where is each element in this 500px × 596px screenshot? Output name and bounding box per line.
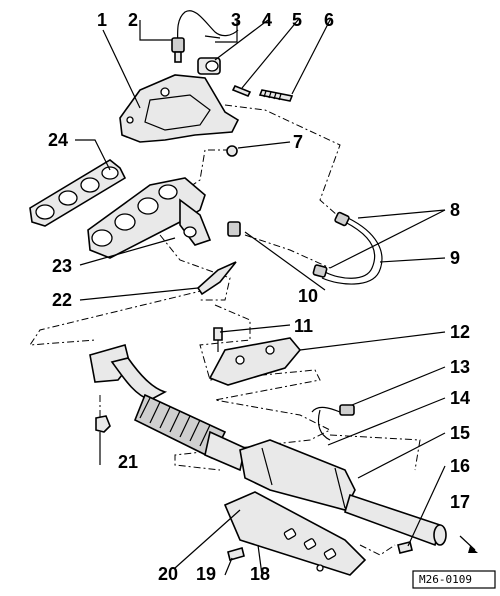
callout-1: 1 <box>97 10 107 30</box>
callout-10: 10 <box>298 286 318 306</box>
callout-22: 22 <box>52 290 72 310</box>
callout-9: 9 <box>450 248 460 268</box>
exhaust-pipe <box>344 493 447 547</box>
drawing-code: M26-0109 <box>419 573 472 586</box>
front-pipe <box>89 344 246 472</box>
callout-5: 5 <box>292 10 302 30</box>
callout-17: 17 <box>450 492 470 512</box>
exhaust-manifold <box>87 177 212 259</box>
bolt-19 <box>227 547 245 561</box>
connecting-pipe <box>312 211 383 285</box>
callout-24: 24 <box>48 130 68 150</box>
connection-flange <box>197 57 221 75</box>
callout-13: 13 <box>450 357 470 377</box>
leader-lines <box>75 19 476 576</box>
callout-12: 12 <box>450 322 470 342</box>
nut-7 <box>226 145 238 157</box>
drawing-code-box: M26-0109 <box>412 570 496 589</box>
callout-8: 8 <box>450 200 460 220</box>
bolt-16 <box>397 541 413 554</box>
callout-19: 19 <box>196 564 216 584</box>
callout-16: 16 <box>450 456 470 476</box>
bracket-12 <box>208 337 302 386</box>
callout-labels: 1 2 3 4 5 6 7 8 9 10 11 12 13 14 15 16 1… <box>48 10 470 584</box>
fitting-10 <box>227 221 241 237</box>
callout-3: 3 <box>231 10 241 30</box>
bolt-6 <box>258 89 294 102</box>
callout-15: 15 <box>450 423 470 443</box>
callout-2: 2 <box>128 10 138 30</box>
callout-4: 4 <box>262 10 272 30</box>
bolt-5 <box>231 84 252 98</box>
direction-arrow-icon <box>468 546 478 553</box>
callout-20: 20 <box>158 564 178 584</box>
flange-gasket-22 <box>196 261 237 296</box>
bolt-11 <box>213 327 223 352</box>
upper-heat-shield <box>119 74 240 143</box>
callout-23: 23 <box>52 256 72 276</box>
upper-lambda-probe <box>171 10 239 63</box>
manifold-gasket <box>29 159 127 227</box>
callout-11: 11 <box>294 316 313 336</box>
lower-heat-shield <box>223 491 367 576</box>
lower-lambda-probe <box>311 404 355 441</box>
callout-18: 18 <box>250 564 270 584</box>
callout-6: 6 <box>324 10 334 30</box>
nut-21 <box>95 415 111 433</box>
callout-21: 21 <box>118 452 138 472</box>
callout-14: 14 <box>450 388 470 408</box>
callout-7: 7 <box>293 132 303 152</box>
